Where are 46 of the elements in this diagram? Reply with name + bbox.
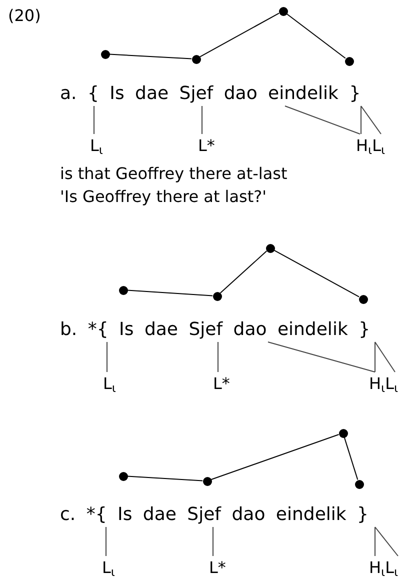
- tone-label: L$_{ι}$: [90, 135, 103, 158]
- association-line: [374, 526, 376, 556]
- sentence-text: b. *{ Is dae Sjef dao eindelik }: [60, 318, 372, 342]
- tone-label: L*: [213, 373, 230, 395]
- pitch-point: [192, 54, 200, 64]
- gloss-text: 'Is Geoffrey there at last?': [60, 186, 267, 208]
- example-number: (20): [8, 5, 41, 27]
- tone-label: L*: [198, 135, 215, 157]
- association-line: [268, 342, 376, 372]
- tone-label: H$_{ι}$L$_{ι}$: [369, 557, 398, 580]
- pitch-contour-line: [210, 434, 340, 480]
- association-line: [212, 526, 214, 556]
- pitch-point: [354, 480, 364, 488]
- sentence-text: c. *{ Is dae Sjef dao eindelik }: [60, 503, 370, 527]
- pitch-contour-line: [286, 13, 346, 59]
- pitch-contour-line: [273, 250, 360, 298]
- association-line: [374, 342, 396, 372]
- pitch-point: [338, 428, 348, 438]
- pitch-point: [202, 476, 212, 486]
- sentence-text: a. { Is dae Sjef dao eindelik }: [60, 82, 362, 106]
- pitch-point: [278, 6, 288, 16]
- pitch-point: [344, 56, 354, 66]
- pitch-point: [266, 244, 274, 252]
- tone-label: L$_{ι}$: [102, 557, 115, 580]
- association-line: [106, 342, 108, 372]
- pitch-contour-line: [127, 476, 203, 482]
- association-line: [374, 526, 398, 556]
- association-line: [374, 342, 376, 372]
- pitch-point: [100, 50, 110, 58]
- pitch-contour-line: [220, 250, 268, 294]
- pitch-contour-line: [109, 54, 192, 60]
- tone-label: L$_{ι}$: [103, 373, 116, 396]
- tone-label: L*: [209, 557, 226, 579]
- tone-label: H$_{ι}$L$_{ι}$: [356, 135, 386, 158]
- pitch-point: [118, 286, 128, 294]
- pitch-point: [118, 472, 128, 480]
- association-line: [360, 106, 382, 134]
- pitch-contour-line: [199, 12, 280, 58]
- pitch-contour-line: [344, 436, 358, 480]
- association-line: [284, 106, 360, 134]
- gloss-text: is that Geoffrey there at-last: [60, 163, 288, 185]
- pitch-contour-line: [127, 290, 213, 296]
- pitch-point: [358, 294, 368, 304]
- pitch-point: [212, 292, 222, 300]
- tone-label: H$_{ι}$L$_{ι}$: [369, 373, 398, 396]
- association-line: [360, 106, 362, 134]
